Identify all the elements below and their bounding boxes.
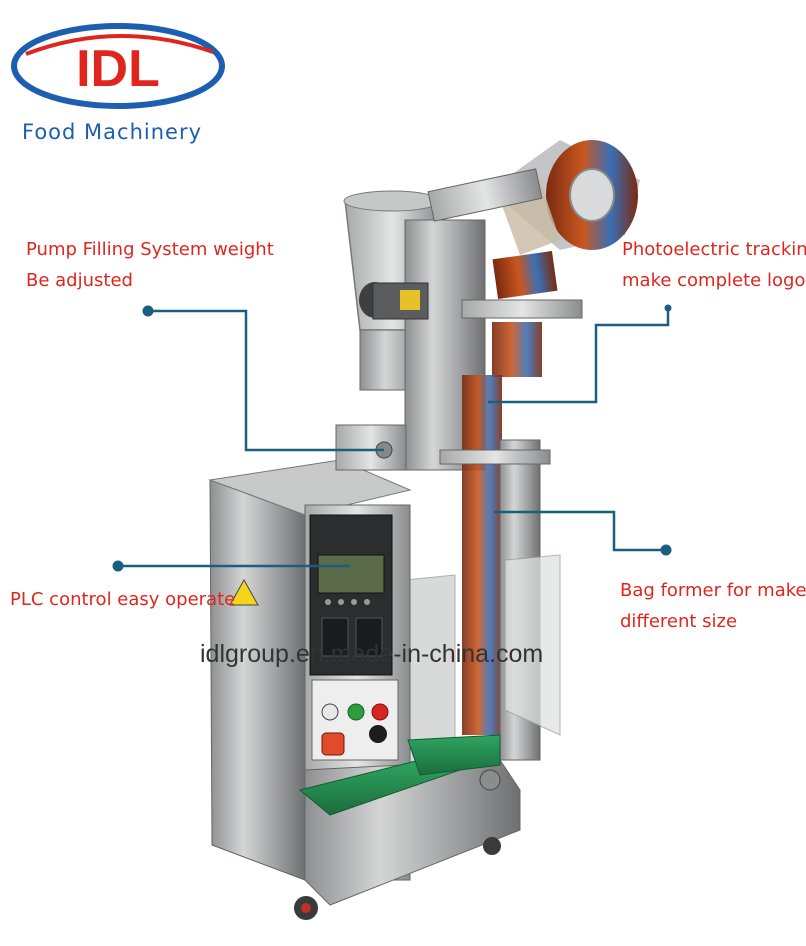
plc-callout-dot — [112, 560, 124, 572]
photo-callout-dot — [664, 304, 672, 312]
control-panel — [309, 514, 399, 761]
logo-subtitle: Food Machinery — [22, 120, 203, 144]
watermark-text: idlgroup.en.made-in-china.com — [200, 640, 544, 668]
film-roll — [490, 140, 640, 299]
pump-head — [335, 424, 407, 471]
callout-plc-line1: PLC control easy operate — [10, 589, 236, 610]
logo-text: IDL — [76, 40, 160, 98]
callout-photoelectric: Photoelectric tracking make complete log… — [622, 234, 806, 296]
callout-bag-line1: Bag former for make — [620, 580, 806, 601]
callout-pump-filling: Pump Filling System weight Be adjusted — [26, 234, 274, 296]
pump-callout-dot — [142, 305, 154, 317]
callout-pump-line1: Pump Filling System weight — [26, 239, 274, 260]
callout-photo-line1: Photoelectric tracking — [622, 239, 806, 260]
callout-leaders — [118, 309, 670, 568]
callout-pump-line2: Be adjusted — [26, 270, 133, 291]
callout-bag-former: Bag former for make different size — [620, 575, 806, 637]
callout-bag-line2: different size — [620, 611, 738, 632]
idl-logo-icon: IDL — [11, 23, 225, 109]
motor — [359, 282, 429, 320]
machine-base — [294, 734, 521, 920]
roll-arm — [427, 168, 543, 222]
warning-icon — [229, 578, 259, 606]
plc-display — [317, 554, 385, 594]
callout-plc-control: PLC control easy operate — [10, 584, 235, 615]
emergency-stop-icon — [321, 732, 345, 756]
bag-former-shield — [504, 554, 561, 736]
callout-photo-line2: make complete logo — [622, 270, 806, 291]
brand-logo: IDL Food Machinery — [8, 14, 228, 144]
bag-callout-dot — [660, 544, 672, 556]
callout-dots — [112, 304, 672, 572]
